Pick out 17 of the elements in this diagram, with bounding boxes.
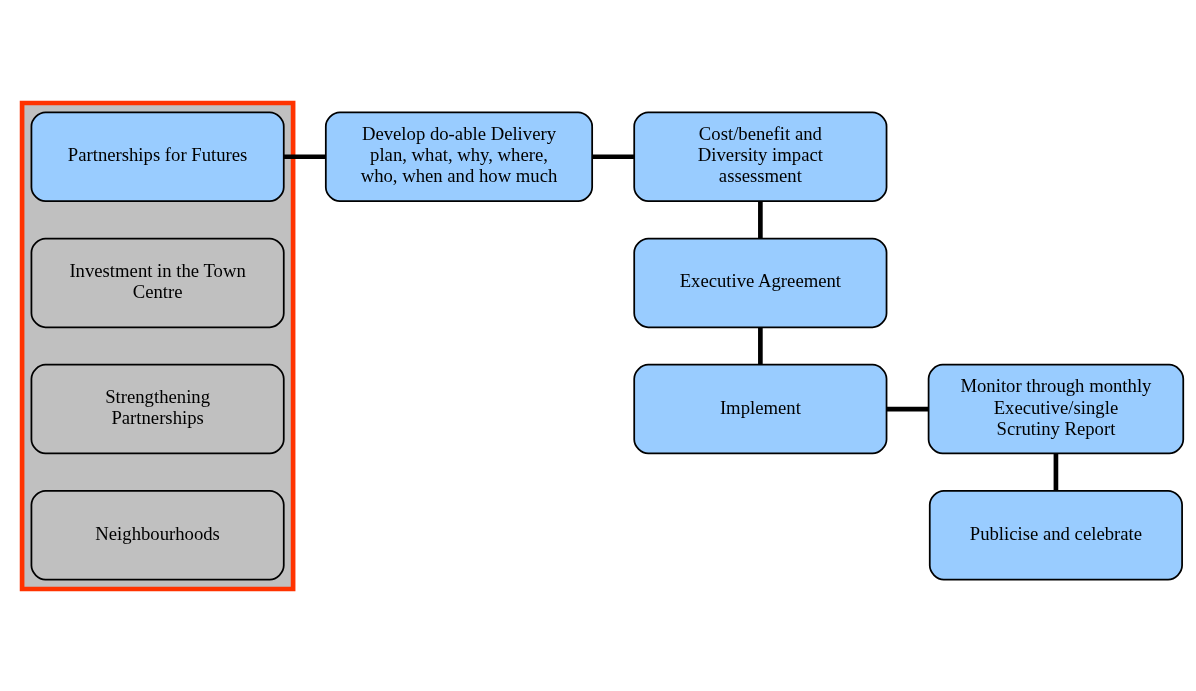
node-box: Monitor through monthly Executive/single Scrutiny Report: [927, 363, 1185, 454]
connector: [283, 153, 326, 159]
connector: [592, 153, 634, 159]
connector: [758, 326, 763, 364]
connector: [1053, 453, 1059, 491]
node-box: Investment in the Town Centre: [30, 237, 285, 328]
connector: [758, 200, 763, 238]
node-box: Partnerships for Futures: [30, 111, 285, 202]
node-box: Develop do-able Delivery plan, what, why, where, who, when and how much: [324, 111, 594, 202]
node-box: Executive Agreement: [633, 237, 888, 328]
node-box: Publicise and celebrate: [928, 489, 1183, 580]
node-box: Implement: [633, 363, 888, 454]
node-box: Neighbourhoods: [30, 489, 285, 580]
cluster: [19, 100, 296, 591]
node-box: Cost/benefit and Diversity impact assessment: [633, 111, 888, 202]
node-box: Strengthening Partnerships: [30, 363, 285, 454]
connector: [886, 406, 929, 411]
